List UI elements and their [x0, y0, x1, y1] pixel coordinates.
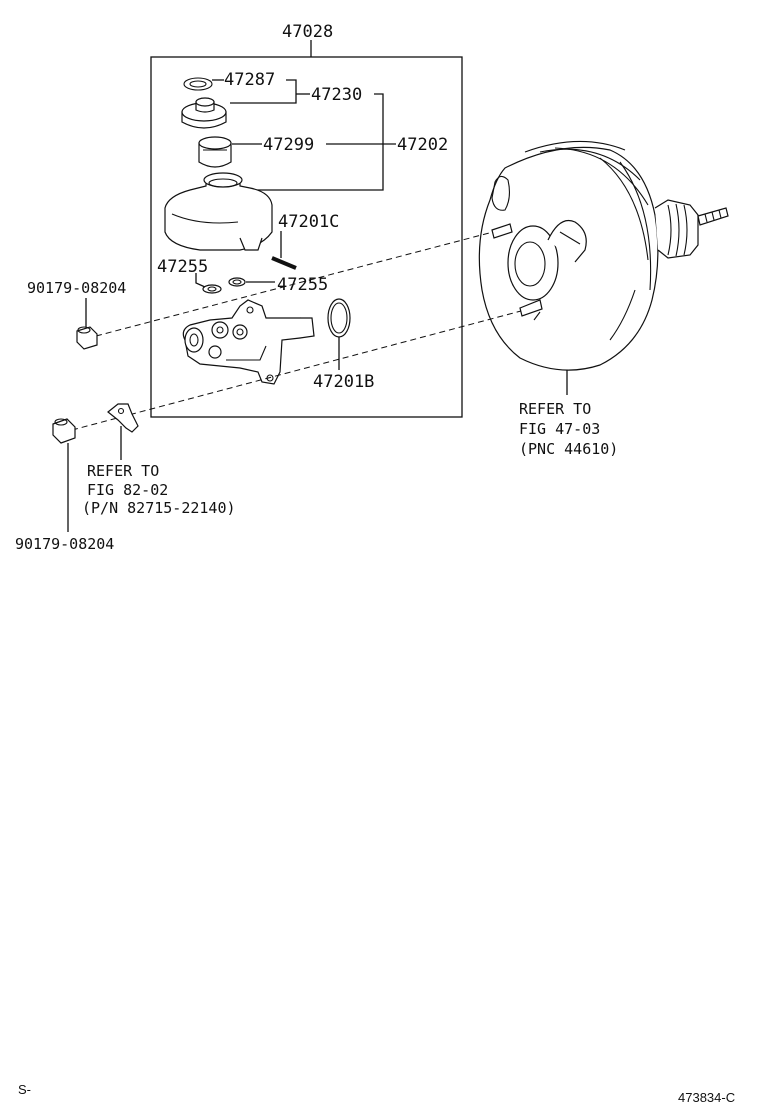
label-47299[interactable]: 47299 [263, 135, 314, 155]
alignment-line-lower [71, 310, 522, 431]
booster-ref-line3[interactable]: (PNC 44610) [519, 440, 618, 458]
retainer-clip-part[interactable] [183, 77, 213, 91]
label-90179-upper[interactable]: 90179-08204 [27, 279, 126, 297]
booster-ref-line2[interactable]: FIG 47-03 [519, 420, 600, 438]
label-47201C[interactable]: 47201C [278, 212, 339, 232]
pin-part[interactable] [271, 256, 297, 270]
o-ring-inner [330, 302, 348, 334]
reservoir-cap-part[interactable] [181, 97, 227, 129]
label-47201B[interactable]: 47201B [313, 372, 374, 392]
booster-ref-line1[interactable]: REFER TO [519, 400, 591, 418]
nut-lower-part[interactable] [52, 418, 76, 444]
grommet-left-part[interactable] [202, 284, 222, 294]
assembly-boundary-box [150, 56, 463, 418]
assembly-number-label[interactable]: 47028 [282, 22, 333, 42]
label-47230[interactable]: 47230 [311, 85, 362, 105]
bracket-ref-line1[interactable]: REFER TO [87, 462, 159, 480]
diagram-code: 473834-C [678, 1090, 735, 1105]
footer-left-mark: S- [18, 1082, 31, 1097]
alignment-line-upper [95, 231, 494, 337]
brake-fluid-reservoir-part[interactable] [164, 172, 273, 251]
label-47287[interactable]: 47287 [224, 70, 275, 90]
reservoir-strainer-part[interactable] [198, 136, 232, 168]
bracket-ref-line2[interactable]: FIG 82-02 [87, 481, 168, 499]
grommet-right-part[interactable] [228, 277, 246, 287]
label-90179-lower[interactable]: 90179-08204 [15, 535, 114, 553]
label-47255-right[interactable]: 47255 [277, 275, 328, 295]
label-47255-left[interactable]: 47255 [157, 257, 208, 277]
master-cylinder-body-part[interactable] [182, 299, 315, 385]
nut-upper-part[interactable] [76, 326, 98, 350]
leader-47230-to-reservoir [236, 93, 384, 191]
brake-booster-part[interactable] [478, 140, 729, 371]
label-47202[interactable]: 47202 [397, 135, 448, 155]
leader-47230-bracket [230, 79, 297, 104]
mounting-bracket-part[interactable] [107, 403, 139, 433]
leader-47255-left [195, 273, 206, 288]
bracket-ref-line3[interactable]: (P/N 82715-22140) [82, 499, 236, 517]
